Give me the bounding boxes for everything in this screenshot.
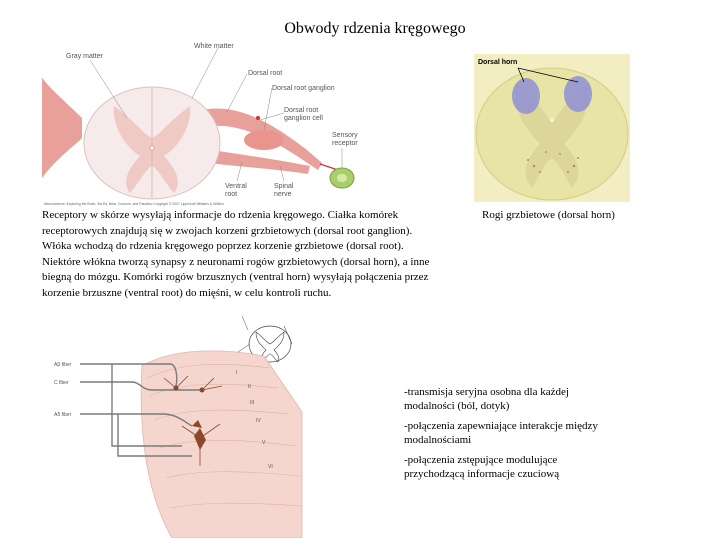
fiber-label-c: C fiber	[54, 380, 69, 386]
label-dorsal-root-ganglion: Dorsal root ganglion	[272, 85, 335, 92]
label-spinal-1: Spinal	[274, 183, 294, 190]
laminae-figure: Aβ fiber C fiber Aδ fiber I II III IV V …	[54, 316, 303, 538]
fiber-lines	[80, 363, 202, 457]
spinal-cord-figure: Gray matter White matter Dorsal root Dor…	[42, 43, 358, 206]
label-dorsal-horn: Dorsal horn	[478, 59, 517, 66]
left-dorsal-horn-stain	[512, 78, 540, 114]
label-white-matter: White matter	[194, 43, 234, 50]
lamina-tissue	[140, 350, 303, 538]
notes-list: -transmisja seryjna osobna dla każdej mo…	[404, 385, 604, 487]
label-ganglion-cell-1: Dorsal root	[284, 107, 318, 114]
label-ventral-2: root	[225, 191, 237, 198]
label-ganglion-cell-2: ganglion cell	[284, 115, 323, 122]
lamina-label-4: IV	[256, 418, 261, 424]
paragraph-line: biegną do mózgu. Komórki rogów brzusznyc…	[42, 271, 429, 284]
note-item: -połączenia zstępujące modulujące przych…	[404, 454, 560, 480]
dorsal-horn-caption: Rogi grzbietowe (dorsal horn)	[482, 209, 615, 221]
lamina-label-6: VI	[268, 464, 273, 470]
label-ventral-1: Ventral	[225, 183, 247, 190]
lamina-label-2: II	[248, 384, 251, 390]
page-title: Obwody rdzenia kręgowego	[284, 20, 466, 37]
lamina-label-3: III	[250, 400, 254, 406]
label-sensory-1: Sensory	[332, 132, 358, 139]
inset-cord	[248, 325, 292, 363]
figure-credit: Neuroscience: Exploring the Brain, 3rd E…	[44, 202, 224, 206]
fiber-label-a-beta: Aβ fiber	[54, 362, 72, 368]
lamina-label-5: V	[262, 440, 266, 446]
ventral-root	[197, 148, 310, 174]
dorsal-root-ganglion	[244, 130, 284, 150]
label-spinal-2: nerve	[274, 191, 292, 198]
note-item: -połączenia zapewniające interakcje międ…	[404, 420, 598, 446]
right-dorsal-horn-stain	[564, 76, 592, 112]
paragraph-line: receptorowych znajdują się w zwojach kor…	[42, 224, 413, 237]
paragraph-line: korzenie brzuszne (ventral root) do mięś…	[42, 286, 332, 299]
lamina-label-1: I	[236, 370, 237, 376]
left-root	[42, 77, 82, 178]
label-sensory-2: receptor	[332, 140, 358, 147]
fiber-label-a-delta: Aδ fiber	[54, 412, 72, 418]
description-paragraph: Receptory w skórze wysyłają informacje d…	[42, 208, 482, 302]
paragraph-line: Niektóre włókna tworzą synapsy z neurona…	[42, 255, 430, 268]
dorsal-root	[192, 108, 322, 170]
label-gray-matter: Gray matter	[66, 53, 104, 60]
label-dorsal-root: Dorsal root	[248, 70, 282, 77]
paragraph-line: Receptory w skórze wysyłają informacje d…	[42, 209, 399, 221]
note-item: -transmisja seryjna osobna dla każdej mo…	[404, 386, 569, 412]
paragraph-line: Włóka wchodzą do rdzenia kręgowego poprz…	[42, 240, 404, 253]
dorsal-horn-figure: Dorsal horn	[474, 54, 630, 202]
